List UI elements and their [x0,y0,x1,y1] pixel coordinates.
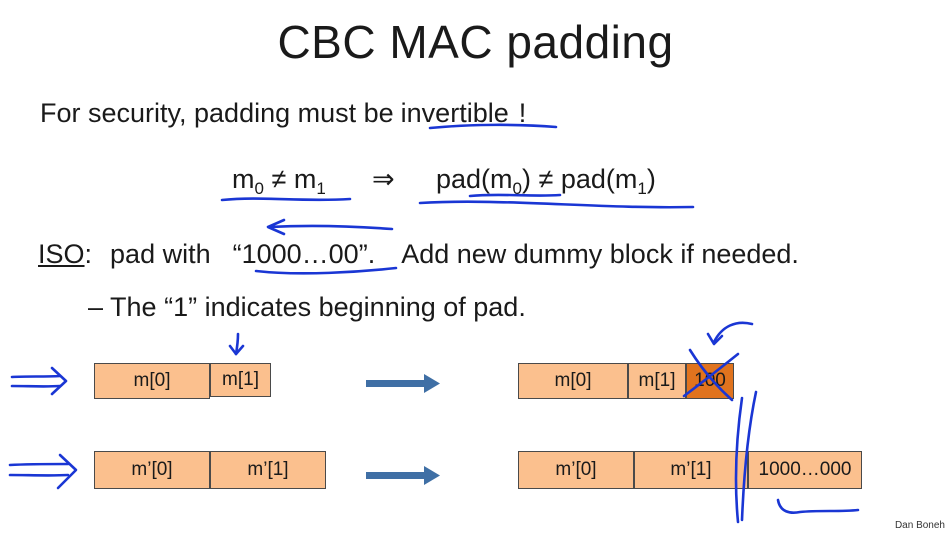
block-row1-after-m0: m[0] [518,363,628,399]
eq-neq2: ≠ [538,164,554,194]
eq-pad-m0: pad(m [436,164,513,194]
block-row2-m1: m’[1] [210,451,326,489]
implies-symbol: ⇒ [372,164,395,194]
iso-pad-code: “1000…00”. [232,239,376,269]
eq-neq: ≠ [271,164,287,194]
block-row2-pad: 1000…000 [748,451,862,489]
eq-m0-sub: 0 [254,179,264,198]
invertible-word: invertible [400,98,509,128]
iso-line: ISO: pad with “1000…00”. Add new dummy bloc… [38,234,799,274]
eq-pad-m1: pad(m [560,164,638,194]
eq-pad-m0-sub: 0 [512,179,522,198]
flow-arrow-row2 [366,466,440,485]
block-row2-after-m0: m’[0] [518,451,634,489]
eq-pad-m1-close: ) [646,164,656,194]
equation-left: m0 ≠ m1 [232,160,326,208]
security-statement-prefix: For security, padding must be [40,98,394,128]
block-row1-m0: m[0] [94,363,210,399]
flow-arrow-row1 [366,374,440,393]
block-row2-m0: m’[0] [94,451,210,489]
eq-pad-m0-close: ) [522,164,531,194]
bullet-text: The “1” indicates beginning of pad. [110,292,526,322]
eq-m1-sub: 1 [316,179,326,198]
author-credit: Dan Boneh [894,520,945,531]
iso-tail: Add new dummy block if needed. [401,239,799,269]
equation-right: pad(m0) ≠ pad(m1) [436,160,656,208]
block-row1-m1: m[1] [210,363,271,397]
exclamation: ! [518,98,527,128]
iso-label: ISO [38,239,85,269]
block-row2-after-m1: m’[1] [634,451,748,489]
bullet-dash: – [88,292,104,322]
eq-m0: m [232,164,255,194]
iso-text: pad with [110,239,211,269]
iso-colon: : [84,239,93,269]
eq-m1: m [293,164,317,194]
bullet-line: – The “1” indicates beginning of pad. [88,287,526,327]
slide-title: CBC MAC padding [277,16,674,68]
eq-pad-m1-sub: 1 [637,179,647,198]
